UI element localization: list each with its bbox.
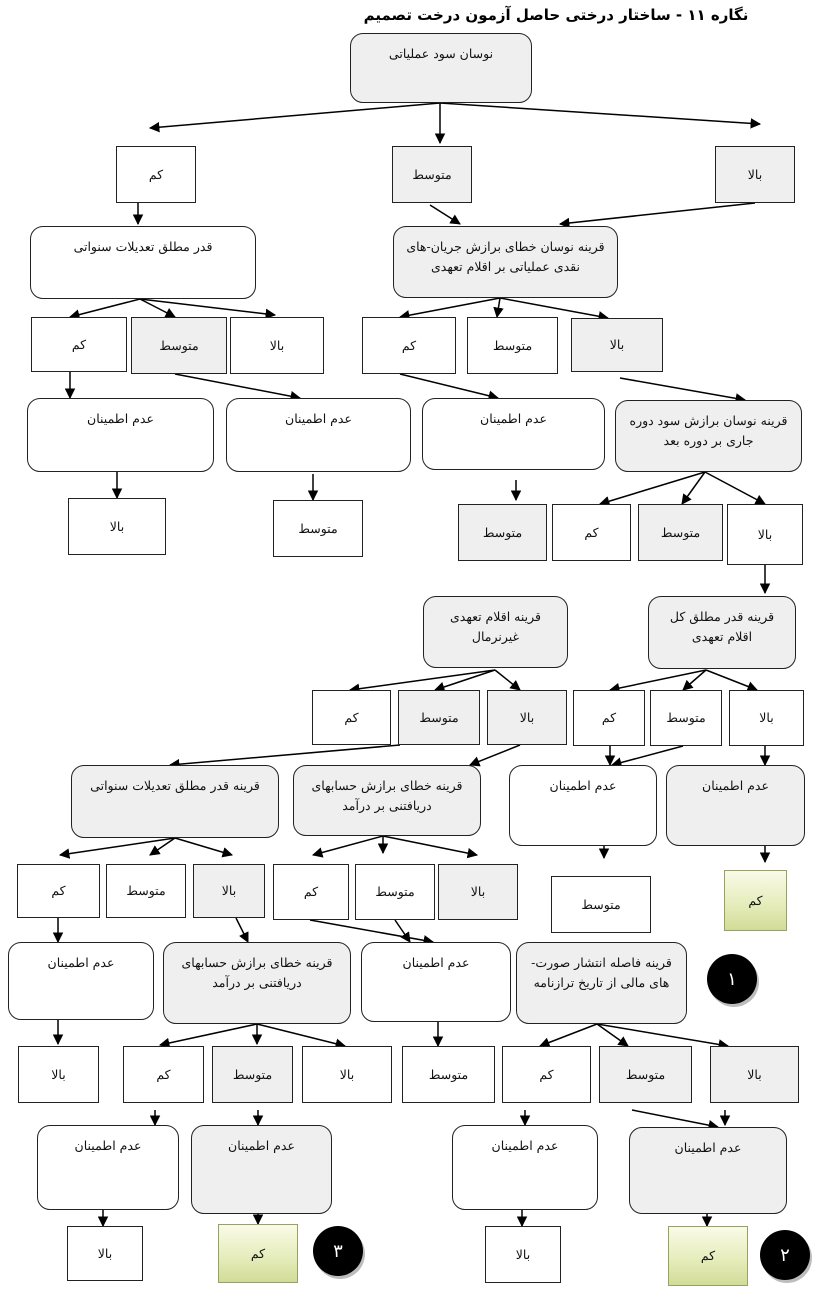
node-l14-low-green-c: کم — [668, 1226, 748, 1286]
node-root: نوسان سود عملیاتی — [350, 33, 532, 103]
node-uncertain-l11-a: عدم اطمینان — [8, 942, 154, 1020]
node-uncertain-l9-a: عدم اطمینان — [509, 765, 657, 846]
node-l6-medium-b: متوسط — [458, 504, 547, 561]
node-l12-medium-b: متوسط — [402, 1046, 495, 1103]
node-l8-medium-a: متوسط — [398, 690, 480, 745]
node-l10-medium-b: متوسط — [355, 864, 435, 920]
node-l10-low-green-a: کم — [724, 870, 787, 931]
node-uncertain-l13-c: عدم اطمینان — [452, 1125, 598, 1210]
node-l6-high-c: بالا — [727, 504, 803, 565]
node-proxy-abnormal-accruals: قرینه اقلام تعهدی غیرنرمال — [423, 596, 568, 668]
node-l12-high-a: بالا — [18, 1046, 99, 1103]
badge-3: ۳ — [313, 1226, 363, 1276]
node-abs-discretionary-accruals: قدر مطلق تعدیلات سنواتی — [30, 226, 256, 299]
node-l8-low-b: کم — [573, 690, 645, 746]
node-l4-medium-b: متوسط — [467, 317, 558, 374]
node-l4-medium-a: متوسط — [131, 317, 227, 374]
badge-1: ۱ — [707, 954, 757, 1004]
node-l10-low-b: کم — [273, 864, 349, 920]
node-proxy-abs-total-accruals: قرینه قدر مطلق کل اقلام تعهدی — [648, 596, 796, 669]
node-uncertain-l13-a: عدم اطمینان — [37, 1125, 179, 1210]
node-uncertain-l9-b: عدم اطمینان — [666, 765, 805, 846]
node-l2-high: بالا — [715, 146, 795, 203]
node-uncertain-l13-b: عدم اطمینان — [191, 1125, 332, 1214]
node-l8-high-a: بالا — [487, 690, 567, 745]
node-l4-low-a: کم — [31, 317, 127, 372]
node-uncertain-l13-d: عدم اطمینان — [629, 1127, 787, 1214]
node-l10-high-a: بالا — [193, 864, 265, 918]
node-l10-medium-a: متوسط — [106, 864, 186, 918]
node-uncertain-l5-c: عدم اطمینان — [422, 398, 605, 470]
node-l6-low-b: کم — [552, 504, 631, 561]
node-l14-low-green-b: کم — [218, 1224, 298, 1283]
node-uncertain-l5-a: عدم اطمینان — [27, 398, 214, 472]
node-l14-high-b: بالا — [485, 1226, 561, 1283]
node-uncertain-l5-b: عدم اطمینان — [226, 398, 411, 472]
node-l14-high-a: بالا — [67, 1226, 143, 1281]
node-proxy-receivables-error-2: قرینه خطای برازش حسابهای دریافتنی بر درآ… — [163, 942, 351, 1024]
node-l4-low-b: کم — [362, 317, 456, 374]
node-l10-low-a: کم — [17, 864, 100, 918]
node-proxy-cashflow-error: قرینه نوسان خطای برازش جریان-های نقدی عم… — [393, 226, 618, 298]
node-l4-high-b: بالا — [571, 318, 663, 372]
node-proxy-abs-adjustments: قرینه قدر مطلق تعدیلات سنواتی — [71, 765, 279, 838]
node-l12-low-a: کم — [123, 1046, 204, 1103]
node-l2-low: کم — [116, 146, 196, 203]
node-uncertain-l11-b: عدم اطمینان — [361, 942, 511, 1022]
figure-title: نگاره ۱۱ - ساختار درختی حاصل آزمون درخت … — [363, 6, 749, 24]
node-l12-medium-a: متوسط — [212, 1046, 293, 1103]
node-l2-medium: متوسط — [392, 146, 472, 203]
node-l8-low-a: کم — [312, 690, 391, 745]
node-l4-high-a: بالا — [230, 317, 324, 374]
node-l8-medium-b: متوسط — [650, 690, 722, 746]
node-l6-high-a: بالا — [68, 498, 166, 555]
node-proxy-earnings-fit: قرینه نوسان برازش سود دوره جاری بر دوره … — [615, 400, 802, 472]
node-l12-medium-c: متوسط — [599, 1046, 692, 1103]
node-l10-medium-c: متوسط — [551, 876, 651, 933]
badge-2: ۲ — [760, 1230, 810, 1280]
node-l12-high-c: بالا — [710, 1046, 799, 1103]
node-l6-medium-c: متوسط — [638, 504, 723, 561]
node-proxy-report-lag: قرینه فاصله انتشار صورت-های مالی از تاری… — [516, 942, 687, 1024]
node-l8-high-b: بالا — [729, 690, 804, 746]
node-l12-high-b: بالا — [302, 1046, 392, 1103]
node-l6-medium-a: متوسط — [273, 500, 363, 557]
node-proxy-receivables-error-1: قرینه خطای برازش حسابهای دریافتنی بر درآ… — [293, 765, 481, 836]
node-l10-high-b: بالا — [438, 864, 518, 920]
node-l12-low-b: کم — [502, 1046, 591, 1103]
